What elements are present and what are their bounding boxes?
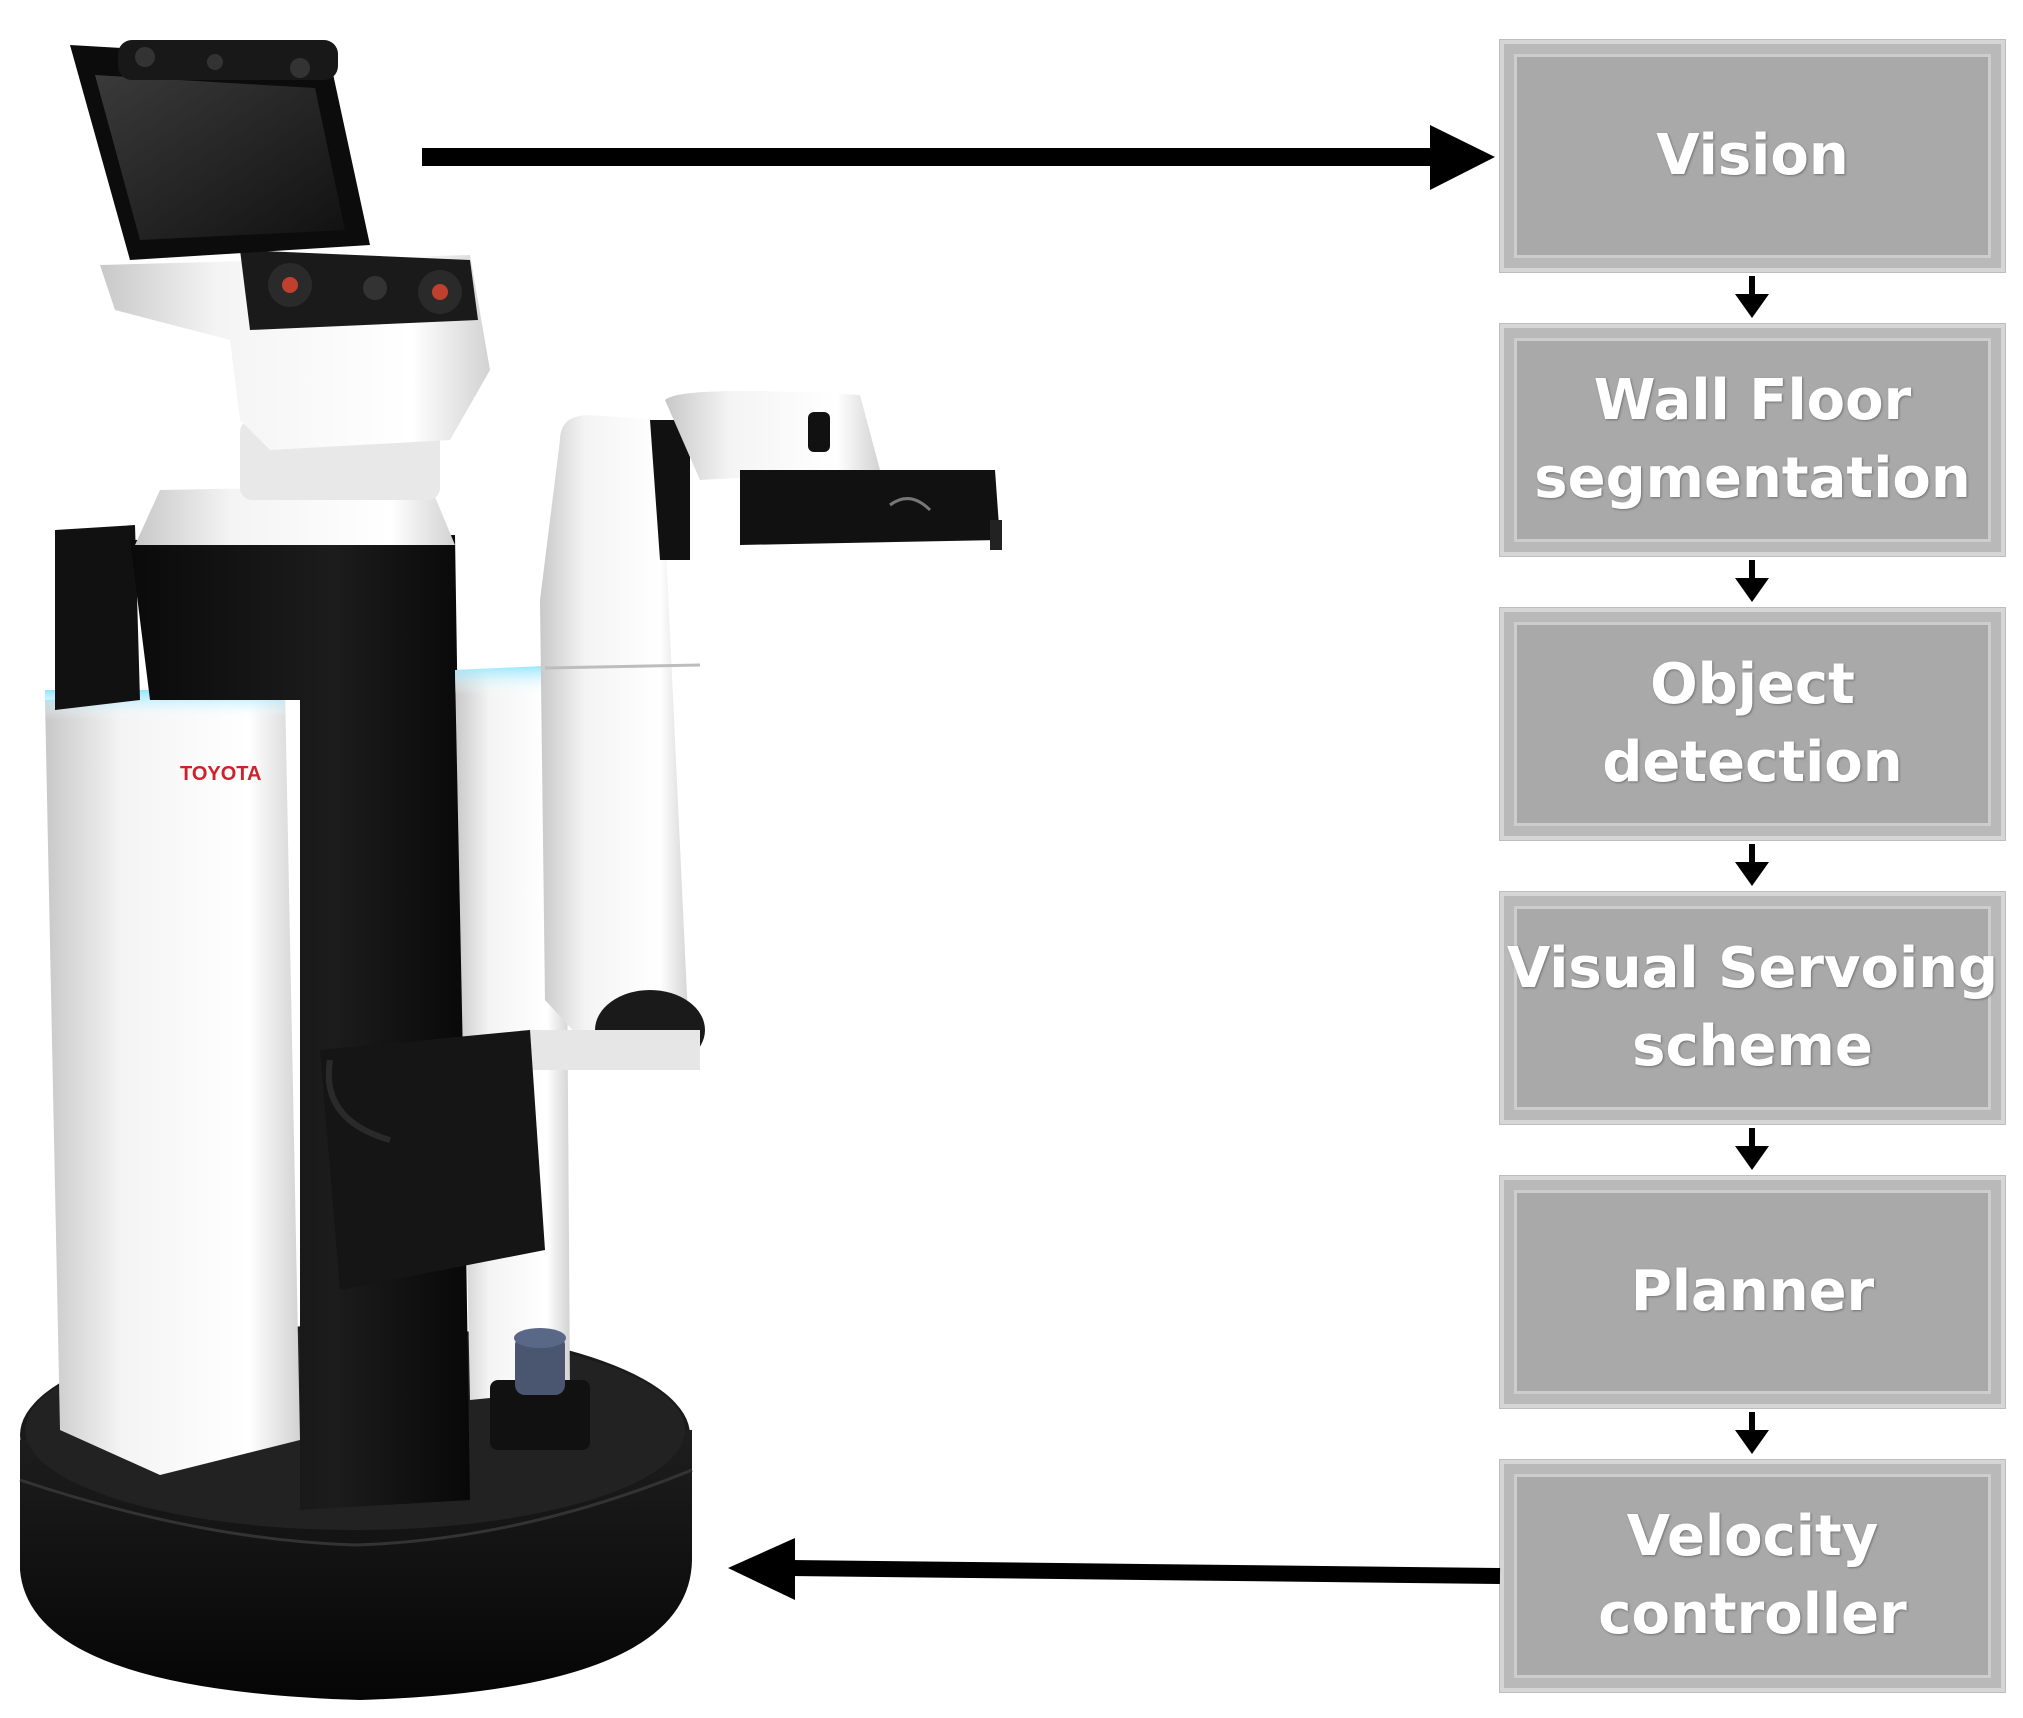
pipeline-text: Visual Servoing (1506, 935, 1999, 1001)
arrow-vision-to-segmentation (1735, 276, 1769, 318)
arrow-servoing-to-planner (1735, 1128, 1769, 1170)
arrow-planner-to-controller (1735, 1412, 1769, 1454)
pipeline-text: Velocity (1626, 1503, 1879, 1569)
pipeline-box-object-detection: Object detection (1500, 608, 2005, 840)
robot-left-panel: TOYOTA (45, 690, 300, 1475)
pipeline-text: controller (1598, 1582, 1907, 1647)
pipeline-text: Object (1650, 651, 1855, 717)
pipeline-label-object-detection: Object detection (1602, 646, 1902, 803)
pipeline-text: Wall Floor (1593, 367, 1912, 433)
pipeline-label-planner: Planner (1631, 1253, 1874, 1331)
robot-arm (320, 391, 1002, 1290)
pipeline-box-vision: Vision (1500, 40, 2005, 272)
pipeline-label-vision: Vision (1656, 117, 1848, 195)
robot-illustration: TOYOTA (19, 40, 1002, 1700)
toyota-logo: TOYOTA (180, 763, 261, 785)
pipeline-text: scheme (1632, 1014, 1873, 1079)
pipeline-box-wall-floor-segmentation: Wall Floor segmentation (1500, 324, 2005, 556)
pipeline-label-wall-floor: Wall Floor segmentation (1534, 362, 1970, 519)
pipeline-text: detection (1602, 730, 1903, 795)
arrow-detection-to-servoing (1735, 844, 1769, 886)
robot-tablet (70, 40, 370, 260)
pipeline-box-visual-servoing-scheme: Visual Servoing scheme (1500, 892, 2005, 1124)
robot-head (100, 250, 490, 450)
pipeline-text: Vision (1656, 122, 1849, 188)
pipeline-text: segmentation (1534, 446, 1971, 511)
arrow-segmentation-to-detection (1735, 560, 1769, 602)
pipeline-box-planner: Planner (1500, 1176, 2005, 1408)
pipeline-label-velocity-controller: Velocity controller (1598, 1498, 1906, 1655)
pipeline-box-velocity-controller: Velocity controller (1500, 1460, 2005, 1692)
robot-knob (490, 1328, 590, 1450)
pipeline-text: Planner (1630, 1258, 1875, 1324)
pipeline-label-visual-servoing: Visual Servoing scheme (1507, 930, 1998, 1087)
